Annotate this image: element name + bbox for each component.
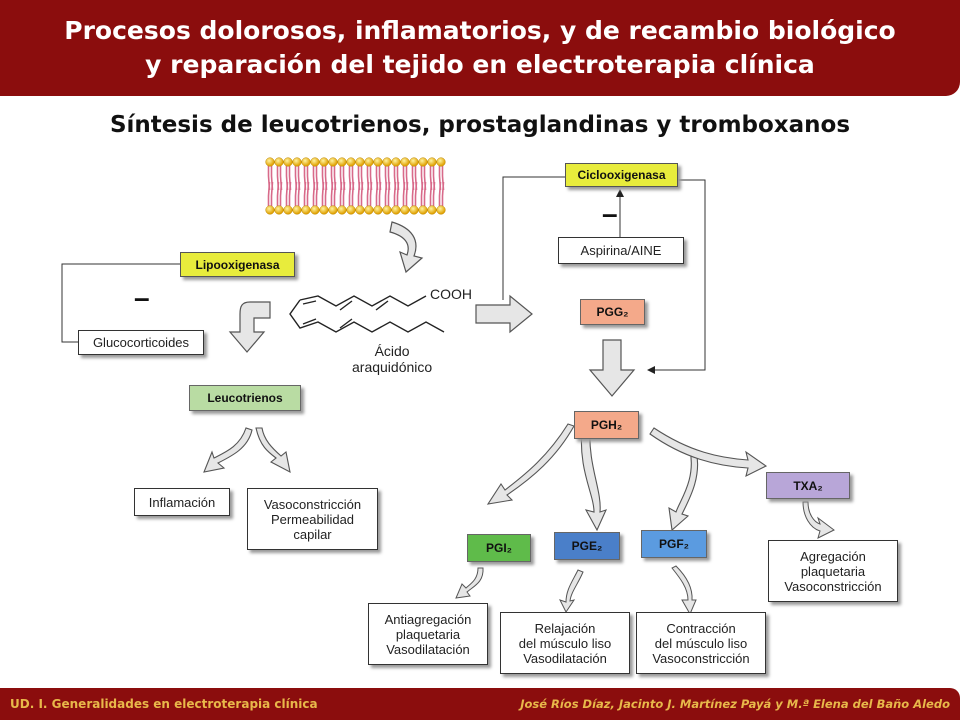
lipoxygenase-connector: [61, 263, 180, 288]
aspirin-box: Aspirina/AINE: [558, 237, 684, 264]
cyclooxygenase-connector: [502, 176, 565, 300]
effect-arrows: [455, 501, 835, 616]
footer-course-label: UD. I. Generalidades en electroterapia c…: [10, 697, 318, 711]
pgf2-box: PGF₂: [641, 530, 707, 558]
header-bar: [0, 0, 960, 96]
pgg2-box: PGG₂: [580, 299, 645, 325]
arachidonic-acid-label: Ácido araquidónico: [352, 343, 433, 375]
footer-authors: José Ríos Díaz, Jacinto J. Martínez Payá…: [520, 697, 950, 711]
cooh-label: COOH: [430, 286, 472, 302]
membrane-to-acid-arrow: [389, 221, 424, 274]
txa2-box: TXA₂: [766, 472, 850, 499]
glucocorticoid-inhibition-sign: –: [134, 282, 150, 313]
leukotrienes-box: Leucotrienos: [189, 385, 301, 411]
pgg2-to-pgh2-arrow: [588, 339, 636, 397]
glucocorticoids-box: Glucocorticoides: [78, 330, 204, 355]
acid-to-pgg2-arrow: [475, 294, 533, 334]
pge2-effect-box: Relajación del músculo liso Vasodilataci…: [500, 612, 630, 674]
pge2-box: PGE₂: [554, 532, 620, 560]
lipoxygenase-box: Lipooxigenasa: [180, 252, 295, 277]
acid-to-leukotrienes-arrow: [228, 301, 271, 353]
inflammation-box: Inflamación: [134, 488, 230, 516]
cyclooxygenase-box: Ciclooxigenasa: [565, 163, 678, 187]
diagram-subtitle: Síntesis de leucotrienos, prostaglandina…: [109, 112, 851, 138]
leukotriene-branch-arrows: [203, 427, 291, 474]
pgh2-branch-arrows: [486, 423, 768, 532]
pgh2-box: PGH₂: [574, 411, 639, 439]
pgi2-box: PGI₂: [467, 534, 531, 562]
arachidonic-acid-structure: [289, 295, 445, 333]
footer-bar: [0, 688, 960, 720]
txa2-effect-box: Agregación plaquetaria Vasoconstricción: [768, 540, 898, 602]
cell-membrane-icon: [265, 157, 446, 215]
pgf2-effect-box: Contracción del músculo liso Vasoconstri…: [636, 612, 766, 674]
page-title: Procesos dolorosos, inflamatorios, y de …: [64, 16, 896, 79]
vasoconstriction-permeability-box: Vasoconstricción Permeabilidad capilar: [247, 488, 378, 550]
pgi2-effect-box: Antiagregación plaquetaria Vasodilatació…: [368, 603, 488, 665]
aspirin-inhibition-sign: –: [602, 198, 618, 229]
